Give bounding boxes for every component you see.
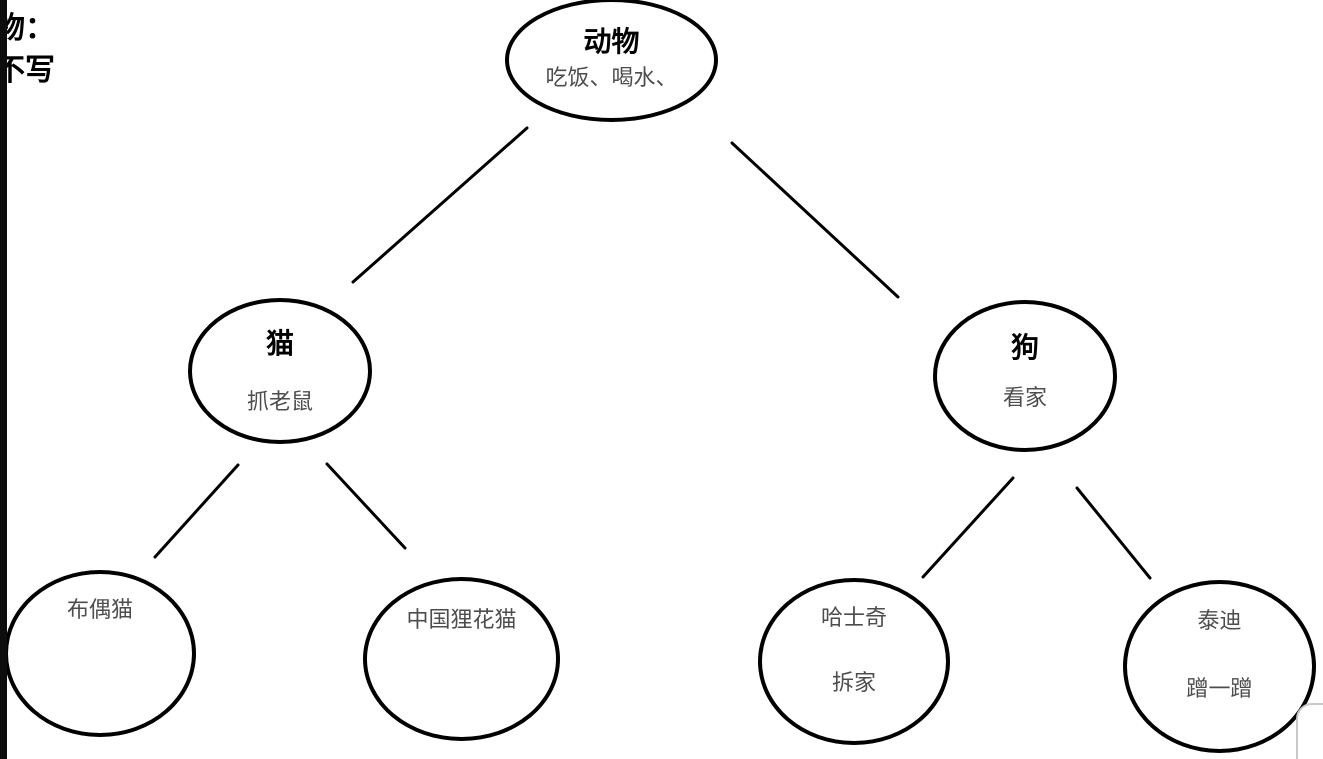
node-cat[interactable]: 猫 抓老鼠 <box>188 298 372 444</box>
node-husky-sublabel: 拆家 <box>831 670 876 695</box>
edge-cat-ragdoll[interactable] <box>153 463 240 559</box>
cutoff-note-line1: 物： <box>0 12 55 45</box>
node-husky[interactable]: 哈士奇 拆家 <box>758 578 950 745</box>
edge-dog-teddy[interactable] <box>1075 486 1152 580</box>
node-teddy-sublabel: 蹭一蹭 <box>1186 676 1253 701</box>
node-teddy-label: 泰迪 <box>1197 608 1242 633</box>
node-animal-subtitle: 吃饭、喝水、 <box>545 65 678 90</box>
edge-root-dog[interactable] <box>730 141 900 299</box>
node-dog-title: 狗 <box>1010 332 1039 363</box>
node-cat-subtitle: 抓老鼠 <box>246 389 313 414</box>
node-animal[interactable]: 动物 吃饭、喝水、 <box>505 0 718 122</box>
node-ragdoll-cat[interactable]: 布偶猫 <box>4 570 196 737</box>
corner-widget-button[interactable] <box>1296 703 1323 759</box>
node-lihua-cat-label: 中国狸花猫 <box>406 607 517 632</box>
edge-cat-lihua[interactable] <box>325 462 407 550</box>
node-dog[interactable]: 狗 看家 <box>933 300 1117 452</box>
node-cat-title: 猫 <box>265 328 294 359</box>
edge-root-cat[interactable] <box>351 126 529 284</box>
node-lihua-cat[interactable]: 中国狸花猫 <box>363 577 560 741</box>
node-husky-label: 哈士奇 <box>820 605 887 630</box>
node-animal-title: 动物 <box>583 26 640 57</box>
node-dog-subtitle: 看家 <box>1002 385 1047 410</box>
edge-dog-husky[interactable] <box>921 476 1015 579</box>
left-edge-bar <box>0 0 7 759</box>
cutoff-note: 物： 不写 <box>0 8 55 92</box>
node-teddy[interactable]: 泰迪 蹭一蹭 <box>1123 580 1316 753</box>
node-ragdoll-cat-label: 布偶猫 <box>66 597 133 622</box>
cutoff-note-line2: 不写 <box>0 54 55 87</box>
